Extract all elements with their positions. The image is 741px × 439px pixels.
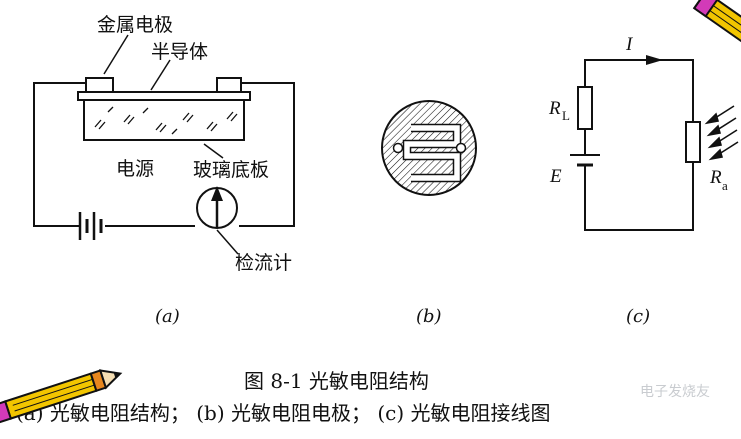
label-semiconductor: 半导体 xyxy=(151,41,208,63)
terminal-right xyxy=(455,142,467,154)
pencil-decoration-icon xyxy=(0,369,123,425)
pencil-decoration-icon xyxy=(692,0,741,44)
sub-label-b: (b) xyxy=(416,306,442,327)
wire-loop-bottom xyxy=(584,162,694,231)
watermark-text: 电子发烧友 xyxy=(640,384,710,400)
sub-label-a: (a) xyxy=(155,306,180,327)
label-glass: 玻璃底板 xyxy=(193,159,269,181)
label-power: 电源 xyxy=(116,158,154,180)
label-load-resistor: R xyxy=(548,98,561,119)
label-photoresistor: R xyxy=(709,167,722,188)
leader-galvanometer xyxy=(216,229,239,255)
glass-hatch-marks xyxy=(94,106,238,135)
terminal-left xyxy=(392,142,404,154)
wire-left xyxy=(33,82,86,227)
metal-electrode-right xyxy=(216,77,242,93)
label-load-resistor-sub: L xyxy=(562,108,570,123)
serpentine-gap xyxy=(403,124,461,182)
wire-loop-top xyxy=(584,59,694,122)
leader-electrode xyxy=(103,34,129,75)
label-galvanometer: 检流计 xyxy=(235,252,292,274)
panel-a-structure: 金属电极 半导体 电源 玻璃底板 检流计 (a) xyxy=(33,14,295,327)
serpentine-outline xyxy=(402,123,462,183)
label-photoresistor-sub: a xyxy=(722,178,728,193)
battery-symbol-c xyxy=(570,154,600,167)
current-arrow xyxy=(646,55,663,65)
label-emf: E xyxy=(549,166,562,187)
leader-semiconductor xyxy=(150,59,171,91)
leader-glass xyxy=(203,143,224,159)
electrode-disc xyxy=(381,100,477,196)
panel-b-electrode: (b) xyxy=(381,100,477,327)
label-current: I xyxy=(625,34,634,55)
wire-right xyxy=(239,82,295,227)
glass-substrate xyxy=(83,99,245,141)
bottom-caption: (a) 光敏电阻结构； (b) 光敏电阻电极； (c) 光敏电阻接线图 xyxy=(16,401,551,425)
galvanometer-symbol xyxy=(196,186,238,229)
battery-symbol xyxy=(62,212,103,240)
light-rays-icon xyxy=(704,105,739,161)
photoresistor xyxy=(685,121,701,163)
load-resistor xyxy=(577,86,593,130)
semiconductor-layer xyxy=(77,91,251,101)
sub-label-c: (c) xyxy=(626,306,650,327)
metal-electrode-left xyxy=(85,77,114,93)
panel-c-circuit: I R L E R a (c) xyxy=(548,34,739,327)
figure-caption: 图 8-1 光敏电阻结构 xyxy=(244,369,429,393)
label-metal-electrode: 金属电极 xyxy=(97,14,173,36)
